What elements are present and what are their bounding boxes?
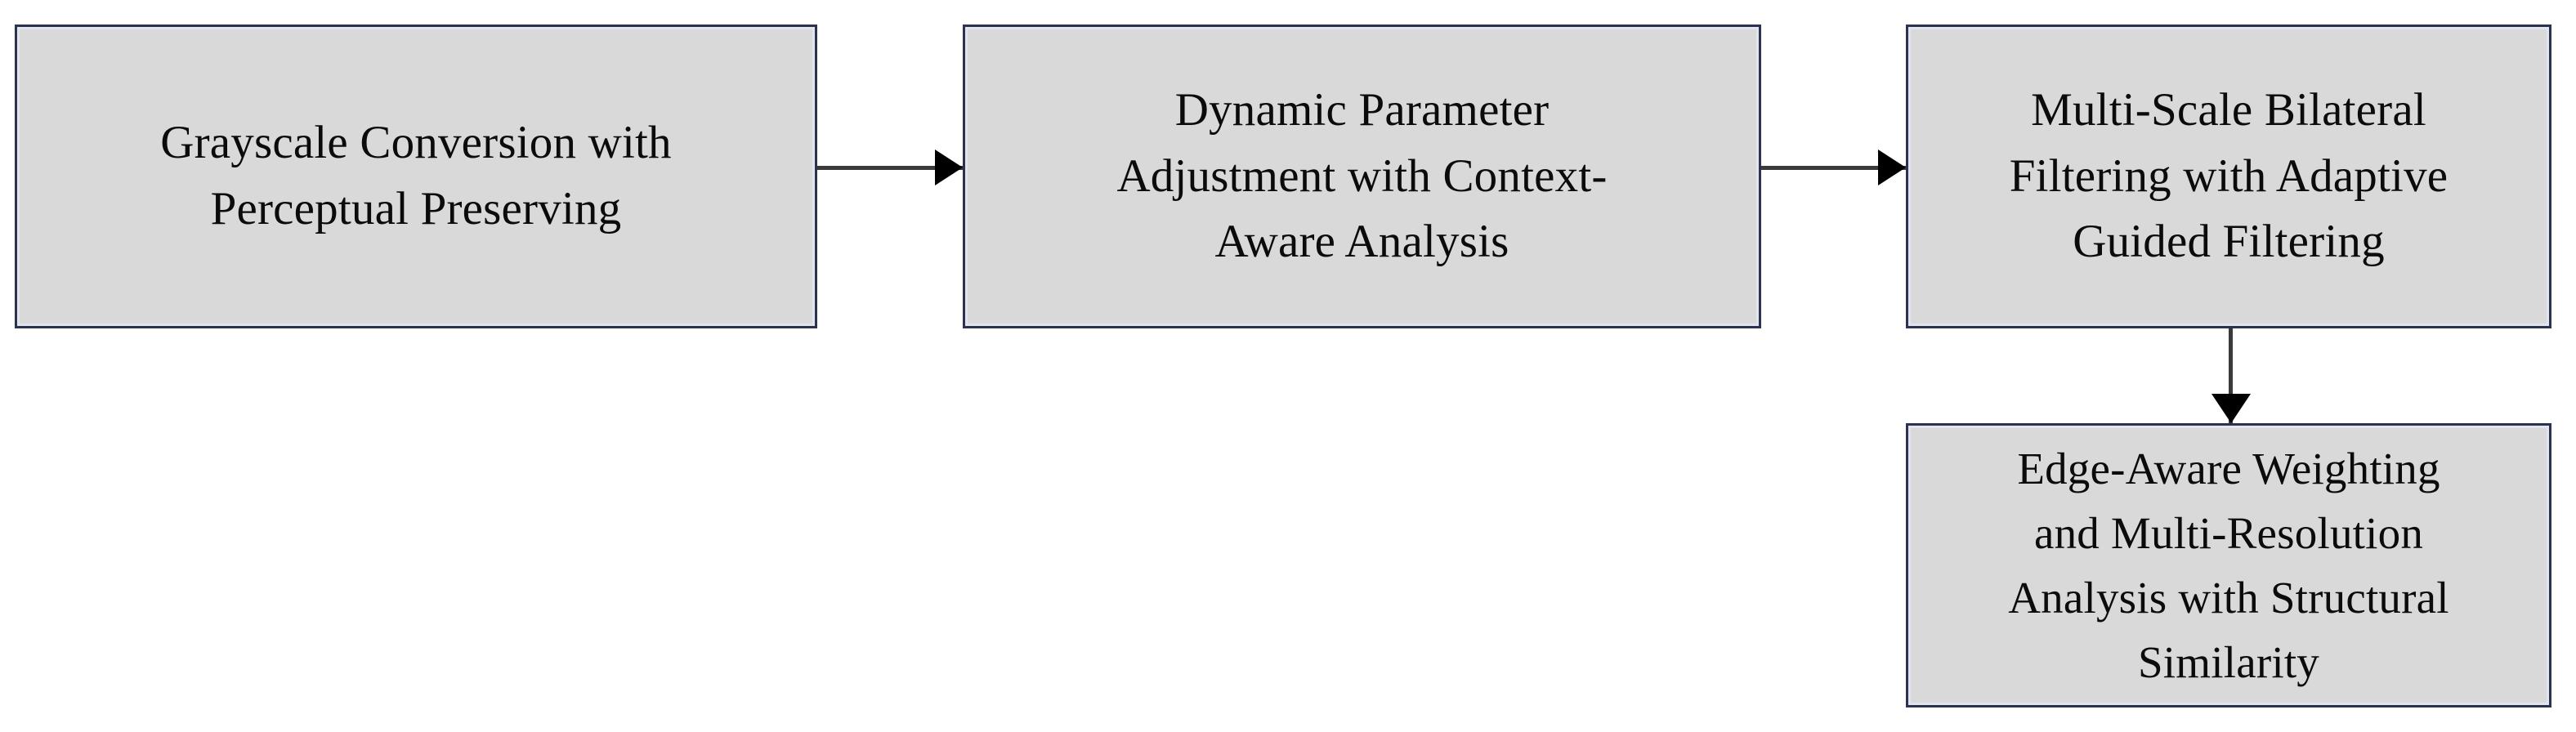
flowchart-node-edge-aware-weighting[interactable]: Edge-Aware Weighting and Multi-Resolutio… (1906, 423, 2551, 707)
flowchart-node-label: Grayscale Conversion with Perceptual Pre… (160, 117, 672, 234)
flowchart-node-label: Edge-Aware Weighting and Multi-Resolutio… (2008, 443, 2449, 688)
arrowhead-right-icon (1878, 150, 1906, 185)
flowchart-node-label: Dynamic Parameter Adjustment with Contex… (1116, 83, 1608, 268)
connector-line (2229, 328, 2233, 423)
flowchart-node-dynamic-parameter[interactable]: Dynamic Parameter Adjustment with Contex… (963, 25, 1761, 328)
flowchart-node-grayscale-conversion[interactable]: Grayscale Conversion with Perceptual Pre… (15, 25, 817, 328)
connector-line (817, 166, 963, 170)
arrowhead-right-icon (935, 150, 963, 185)
flowchart-node-bilateral-filtering[interactable]: Multi-Scale Bilateral Filtering with Ada… (1906, 25, 2551, 328)
arrowhead-down-icon (2212, 394, 2251, 423)
connector-line (1761, 166, 1906, 170)
flowchart-node-label: Multi-Scale Bilateral Filtering with Ada… (2009, 83, 2449, 268)
